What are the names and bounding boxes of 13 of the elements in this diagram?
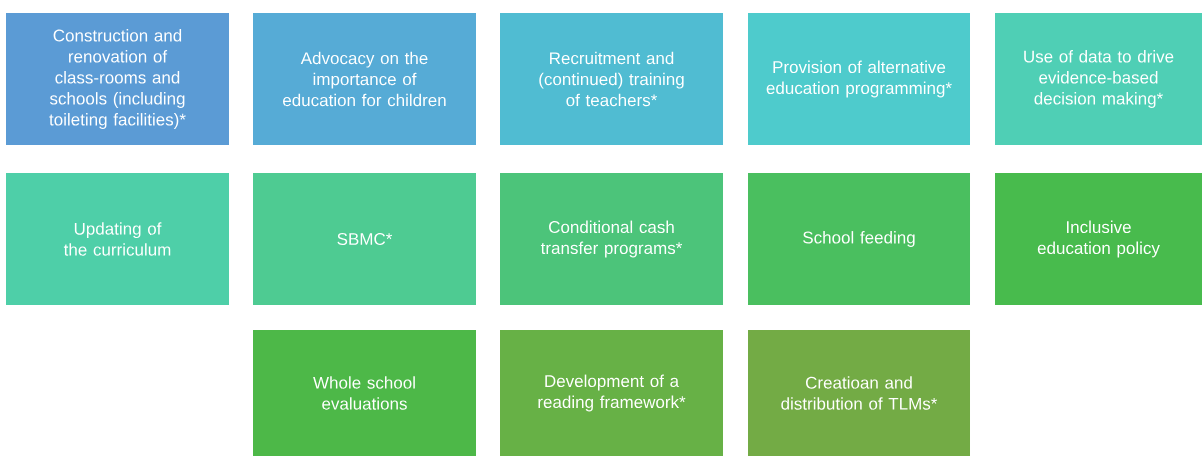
text-box: Construction and renovation of class-rooms and schools (including toileting facilities)* — [6, 13, 229, 145]
text-box: Updating of the curriculum — [6, 173, 229, 305]
text-box: Whole school evaluations — [253, 330, 476, 456]
text-box: Advocacy on the importance of education for children — [253, 13, 476, 145]
text-box: Creatioan and distribution of TLMs* — [748, 330, 970, 456]
text-box: Provision of alternative education programming* — [748, 13, 970, 145]
text-box: Inclusive education policy — [995, 173, 1202, 305]
text-box: School feeding — [748, 173, 970, 305]
text-box: SBMC* — [253, 173, 476, 305]
text-box: Recruitment and (continued) training of teachers* — [500, 13, 723, 145]
text-box: Conditional cash transfer programs* — [500, 173, 723, 305]
text-box: Development of a reading framework* — [500, 330, 723, 456]
text-box: Use of data to drive evidence-based decision making* — [995, 13, 1202, 145]
